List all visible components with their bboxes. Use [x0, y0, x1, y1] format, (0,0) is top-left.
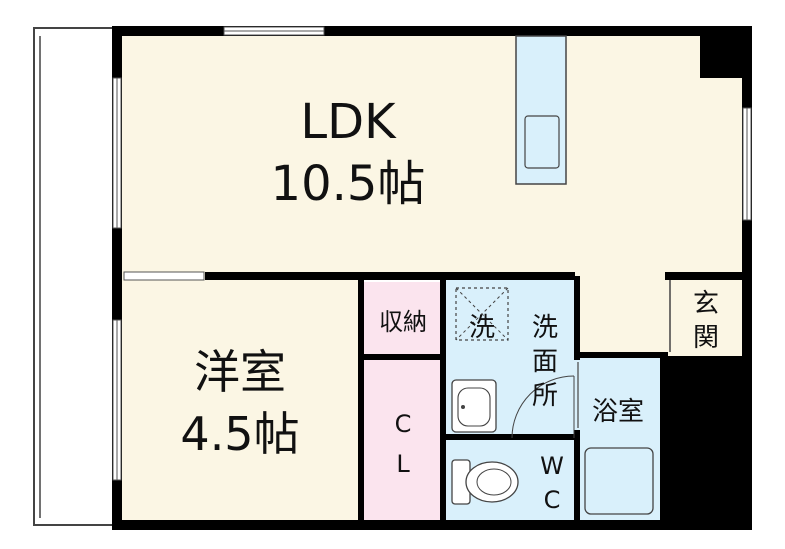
washer-label: 洗	[469, 313, 495, 343]
entrance-label-2: 関	[693, 323, 719, 353]
washroom-label-1: 洗	[532, 313, 558, 343]
storage-floor	[362, 282, 444, 354]
toilet-icon	[451, 459, 519, 505]
washer-pan-icon	[455, 287, 509, 341]
kitchen-counter	[515, 35, 567, 185]
entrance-floor	[670, 276, 743, 356]
washroom-door-swing	[511, 375, 575, 439]
wc-label-c: C	[544, 486, 561, 514]
washroom-label-3: 所	[532, 381, 558, 411]
washbasin-icon	[451, 379, 497, 433]
interior-walls	[205, 272, 745, 520]
balcony	[33, 27, 119, 526]
closet-label-c: C	[395, 410, 412, 438]
outer-walls	[112, 26, 752, 530]
ldk-size-label: 10.5帖	[271, 156, 426, 212]
bath-label: 浴室	[592, 397, 644, 427]
entrance-label-1: 玄	[693, 289, 719, 319]
sink-icon	[524, 115, 560, 169]
wall-block-bottom-right	[660, 356, 752, 530]
closet-floor	[362, 360, 444, 520]
wc-label-w: W	[540, 452, 564, 480]
bathtub-icon	[584, 447, 654, 515]
windows	[112, 26, 752, 481]
storage-label: 収納	[379, 308, 427, 336]
ldk-label: LDK	[300, 94, 397, 150]
western-room-floor	[118, 276, 362, 520]
western-room-size-label: 4.5帖	[180, 407, 299, 461]
closet-label-l: L	[396, 450, 410, 478]
washroom-label-2: 面	[532, 347, 558, 377]
ldk-floor	[118, 36, 743, 276]
western-room-label: 洋室	[194, 345, 286, 399]
